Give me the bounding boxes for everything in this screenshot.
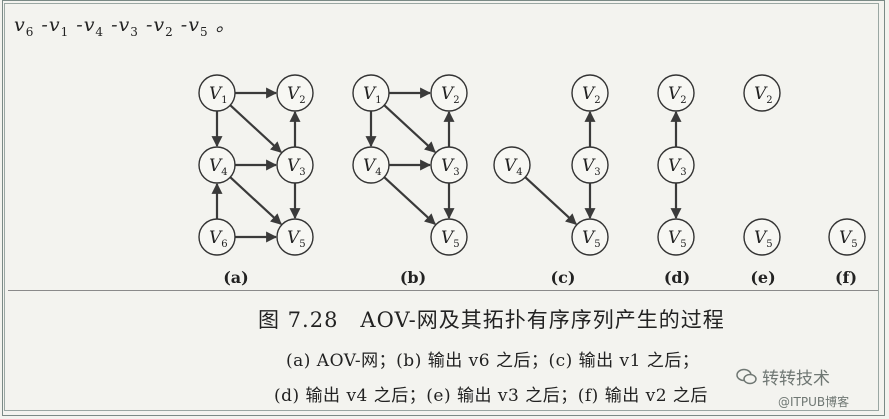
node-v5 bbox=[743, 218, 781, 256]
node-v3 bbox=[571, 146, 609, 184]
node-v2 bbox=[430, 74, 468, 112]
sequence-item: v3 bbox=[118, 14, 139, 39]
caption-note-line-2: (d) 输出 v4 之后；(e) 输出 v3 之后；(f) 输出 v2 之后 bbox=[274, 386, 708, 406]
node-v1 bbox=[352, 74, 390, 112]
edge-v4-v5 bbox=[524, 176, 577, 225]
sequence-item: v2 bbox=[153, 14, 174, 39]
sequence-item: v1 bbox=[48, 14, 70, 39]
watermark-brand: 转转技术 bbox=[736, 364, 830, 389]
node-v5 bbox=[657, 218, 695, 256]
node-v3 bbox=[657, 146, 695, 184]
caption-note-line-1: (a) AOV-网；(b) 输出 v6 之后；(c) 输出 v1 之后； bbox=[286, 351, 700, 371]
watermark-source: @ITPUB博客 bbox=[778, 395, 850, 409]
node-v4 bbox=[198, 146, 236, 184]
watermark-brand-text: 转转技术 bbox=[762, 369, 830, 389]
sequence-item: v5 bbox=[188, 14, 209, 39]
panel-label: (f) bbox=[835, 268, 857, 287]
sequence-item: v4 bbox=[83, 14, 105, 39]
node-v2 bbox=[276, 74, 314, 112]
panel-label: (a) bbox=[223, 268, 249, 287]
edge-v1-v3 bbox=[229, 104, 282, 153]
node-v4 bbox=[493, 146, 531, 184]
edge-v4-v5 bbox=[383, 176, 436, 225]
panel-label: (d) bbox=[664, 268, 690, 287]
node-v5 bbox=[430, 218, 468, 256]
node-v5 bbox=[571, 218, 609, 256]
wechat-icon bbox=[736, 368, 757, 384]
sequence-end: 。 bbox=[208, 14, 236, 36]
node-v5 bbox=[276, 218, 314, 256]
figure-caption: 图 7.28 AOV-网及其拓扑有序序列产生的过程 bbox=[258, 308, 725, 332]
divider-line bbox=[8, 290, 878, 291]
edge-v1-v3 bbox=[383, 104, 436, 153]
node-v3 bbox=[276, 146, 314, 184]
node-v4 bbox=[352, 146, 390, 184]
node-v2 bbox=[657, 74, 695, 112]
node-v1 bbox=[198, 74, 236, 112]
panel-label: (e) bbox=[750, 268, 775, 287]
node-v2 bbox=[571, 74, 609, 112]
panel-f: V5(f) bbox=[828, 218, 866, 287]
topological-sequence: v6 -v1 -v4 -v3 -v2 -v5 。 bbox=[14, 14, 236, 39]
figure-inner-frame bbox=[4, 3, 879, 411]
node-v5 bbox=[828, 218, 866, 256]
node-v3 bbox=[430, 146, 468, 184]
sequence-item: v6 bbox=[14, 14, 35, 39]
node-v6 bbox=[198, 218, 236, 256]
node-v2 bbox=[743, 74, 781, 112]
panel-label: (c) bbox=[551, 268, 576, 287]
panel-label: (b) bbox=[400, 268, 426, 287]
edge-v4-v5 bbox=[229, 176, 282, 225]
